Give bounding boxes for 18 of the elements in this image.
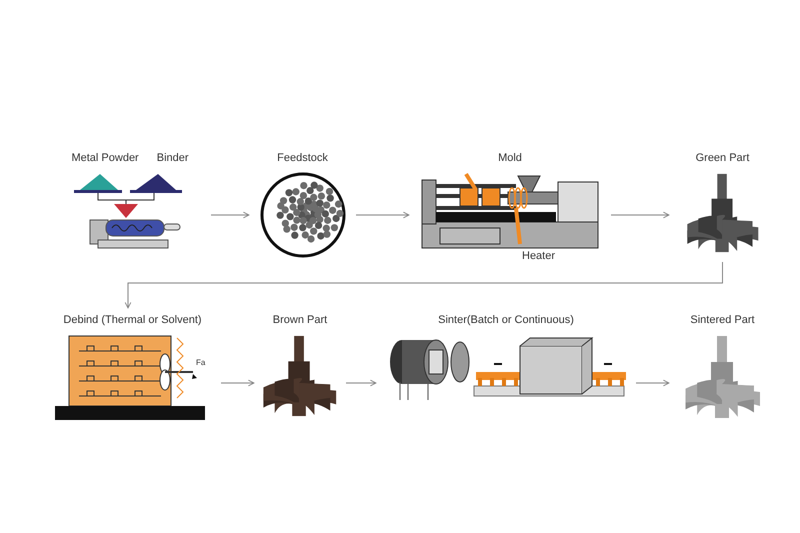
stage-label: Mold <box>498 152 522 164</box>
stage-label: Brown Part <box>272 314 328 326</box>
arrow <box>124 262 723 308</box>
arrow <box>356 212 410 218</box>
stage-label: Sintered Part <box>690 314 755 326</box>
stage-label: Feedstock <box>277 152 328 164</box>
arrow <box>610 212 670 218</box>
heater-label: Heater <box>522 250 556 262</box>
stage-label: Sinter(Batch or Continuous) <box>438 314 574 326</box>
fan-label: Fa <box>196 358 206 367</box>
arrow <box>346 380 376 386</box>
stage-label: Debind (Thermal or Solvent) <box>63 314 202 326</box>
arrow <box>636 380 670 386</box>
arrow <box>220 380 254 386</box>
stage-label: Green Part <box>696 152 750 164</box>
arrow <box>210 212 250 218</box>
stage-label: Binder <box>156 152 189 164</box>
stage-label: Metal Powder <box>71 152 139 164</box>
